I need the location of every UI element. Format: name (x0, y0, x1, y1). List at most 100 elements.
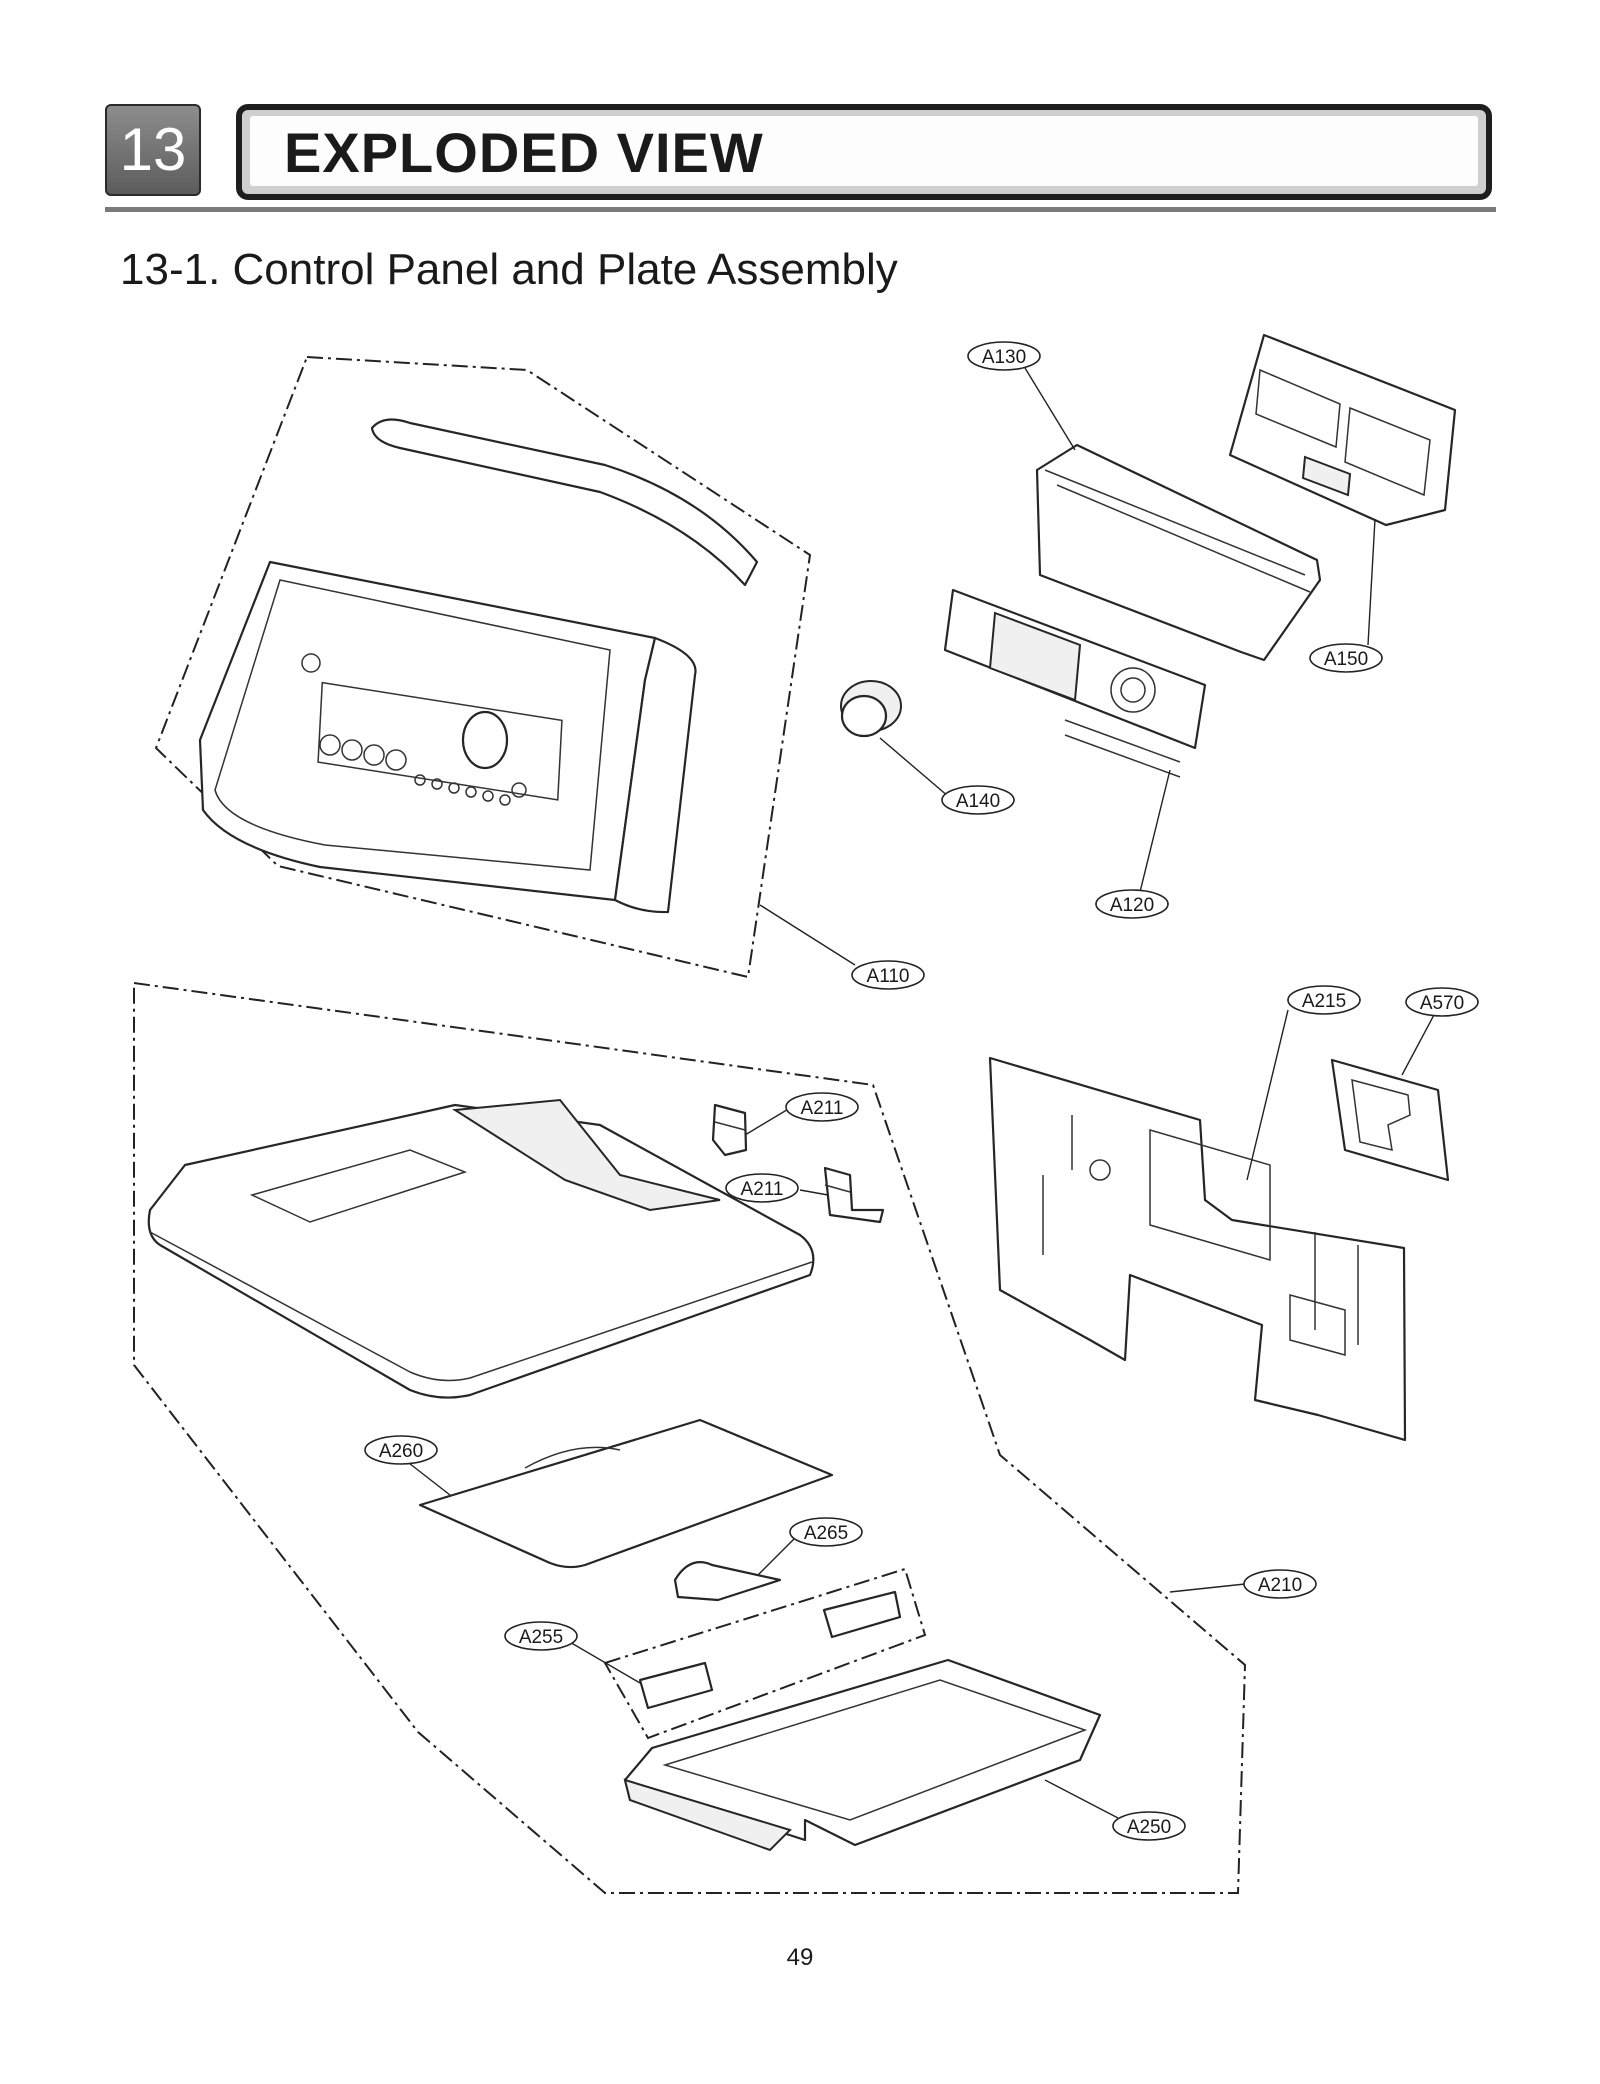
hinge-bracket-tab (714, 1121, 746, 1131)
pcb-cover-body (1035, 443, 1322, 662)
encoder-dial-icon (1110, 667, 1156, 713)
callout-label: A255 (519, 1627, 563, 1648)
callout-bubble (967, 341, 1041, 371)
pcb-housing (1228, 333, 1457, 527)
leader-a211-bottom (799, 1189, 829, 1196)
cycle-knob-a140 (840, 680, 902, 738)
callout-a570: A570 (1405, 987, 1479, 1017)
pcb-cover-ridge (1044, 469, 1311, 593)
callout-a110: A110 (851, 960, 925, 990)
tact-switch-row (1064, 719, 1181, 778)
cover-a570 (1330, 1058, 1450, 1182)
callout-a210: A210 (1243, 1569, 1317, 1599)
dispenser-tray-a250 (623, 1658, 1102, 1852)
leader-a255 (567, 1640, 641, 1684)
callout-label: A250 (1127, 1817, 1171, 1838)
start-button-icon (511, 782, 527, 798)
leader-a150 (1367, 518, 1376, 646)
header-divider (105, 207, 1496, 212)
dispenser-opening (249, 1149, 468, 1223)
callout-label: A260 (379, 1441, 423, 1462)
callout-bubble (851, 960, 925, 990)
function-button-icon (448, 782, 460, 794)
function-button-icon (414, 774, 426, 786)
leader-a140 (879, 737, 950, 798)
function-button-icon (499, 794, 511, 806)
callout-bubble (1112, 1811, 1186, 1841)
leader-a570 (1401, 1012, 1436, 1076)
callout-label: A110 (867, 966, 910, 987)
encoder-dial-icon (1120, 677, 1146, 703)
callout-label: A140 (956, 791, 1000, 812)
leader-a120 (1139, 769, 1171, 893)
pcb-connector-block (1301, 455, 1352, 497)
cycle-knob-opening (461, 710, 509, 770)
function-button-icon (482, 790, 494, 802)
chapter-title-panel: EXPLODED VIEW (250, 116, 1478, 186)
callout-a250: A250 (1112, 1811, 1186, 1841)
option-button-icon (341, 739, 363, 761)
callout-label: A150 (1324, 649, 1368, 670)
callout-bubble (1243, 1569, 1317, 1599)
cover-plate (1330, 1058, 1450, 1182)
pcb-components (1255, 368, 1431, 497)
option-button-icon (319, 734, 341, 756)
control-panel-front-face (214, 579, 611, 871)
callout-a140: A140 (941, 785, 1015, 815)
lid-panel (418, 1418, 834, 1569)
rear-plate-lower-opening (1289, 1294, 1346, 1356)
leader-a130 (1024, 367, 1076, 451)
pcb-cover-a130 (1035, 443, 1322, 662)
top-plate-body (147, 1103, 815, 1399)
callout-bubble (789, 1517, 863, 1547)
leader-a211-top (744, 1107, 791, 1136)
callout-bubble (364, 1435, 438, 1465)
hinge-subassembly-boundary (603, 1567, 927, 1740)
leader-a265 (757, 1532, 801, 1576)
control-board-a120 (943, 588, 1207, 778)
callout-bubble (725, 1173, 799, 1203)
handle-body (673, 1561, 782, 1602)
hinge-pin-body (638, 1661, 714, 1710)
callout-a120: A120 (1095, 889, 1169, 919)
callout-label: A265 (804, 1523, 848, 1544)
callout-label: A211 (741, 1179, 784, 1200)
callout-a211-bottom: A211 (725, 1173, 799, 1203)
lid-handle (524, 1446, 621, 1469)
callout-bubble (1287, 985, 1361, 1015)
callout-bubble (941, 785, 1015, 815)
hinge-bracket-a211-bottom (823, 1166, 885, 1224)
callout-label: A215 (1302, 991, 1346, 1012)
tray-front-lip (623, 1778, 792, 1852)
rear-plate-grommet (1089, 1159, 1111, 1181)
leader-lines (404, 367, 1436, 1819)
chapter-title: EXPLODED VIEW (284, 121, 764, 184)
chapter-title-bar: EXPLODED VIEW (236, 104, 1492, 200)
control-panel-top-trim (370, 418, 759, 587)
callout-bubble (785, 1092, 859, 1122)
rear-tray-channel (452, 1098, 721, 1212)
option-button-icon (385, 749, 407, 771)
hinge-pin-body (822, 1590, 902, 1639)
cover-plate-inner (1351, 1078, 1411, 1152)
chapter-number-badge: 13 (105, 104, 201, 196)
callout-a260: A260 (364, 1435, 438, 1465)
function-button-icon (465, 786, 477, 798)
rear-plate-ribs (1042, 1115, 1359, 1345)
callout-bubble (1405, 987, 1479, 1017)
rear-plate-recess (1149, 1129, 1271, 1261)
plate-assembly-boundary (133, 981, 1247, 1894)
leader-a260 (404, 1459, 451, 1496)
control-panel-body (198, 560, 657, 902)
callout-label: A570 (1420, 993, 1464, 1014)
section-title: 13-1. Control Panel and Plate Assembly (120, 245, 898, 294)
lid-a260 (418, 1418, 834, 1569)
leader-a210 (1169, 1583, 1246, 1593)
top-plate-front-edge (149, 1231, 813, 1382)
callout-a255: A255 (504, 1621, 578, 1651)
tray-inner-rim (662, 1679, 1088, 1821)
callout-bubble (504, 1621, 578, 1651)
control-panel-assembly-boundary (154, 355, 812, 979)
callout-label: A210 (1258, 1575, 1302, 1596)
